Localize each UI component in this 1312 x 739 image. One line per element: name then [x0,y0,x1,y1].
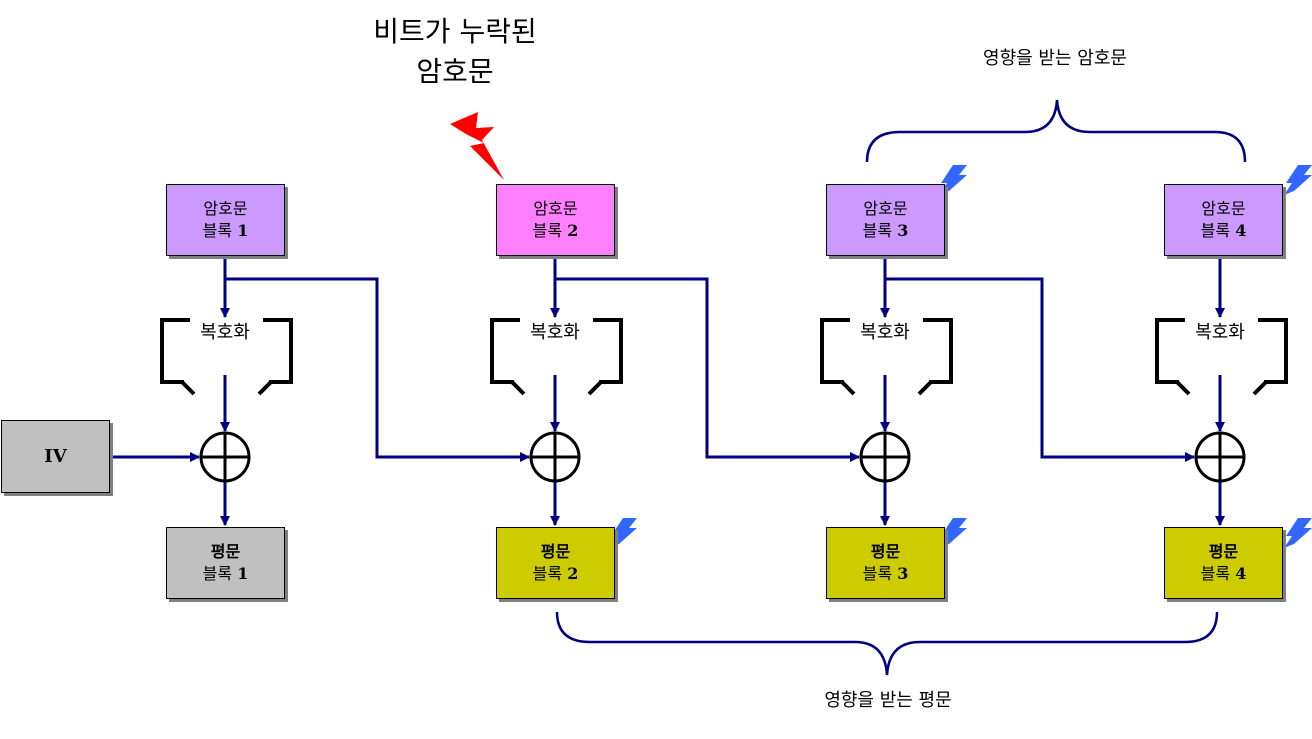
decrypt-label-4: 복호화 [1195,322,1245,343]
chain-connector-2 [555,277,860,462]
decrypt-bracket-right-1 [257,318,293,396]
title-line-1: 비트가 누락된 [373,15,537,48]
plaintext-block-3: 평문 블록 3 [826,527,945,599]
chain-connector-1 [225,277,530,462]
ciphertext-block-label: 암호문 [863,199,908,218]
decrypt-bracket-right-2 [587,318,623,396]
affected-ciphertext-caption: 영향을 받는 암호문 [983,48,1127,69]
plaintext-block-label: 평문 [1208,542,1239,561]
block-number: 2 [567,221,579,240]
plaintext-block-1: 평문 블록 1 [166,527,285,599]
block-word: 블록 [202,564,233,583]
block-word: 블록 [532,564,563,583]
plaintext-block-2: 평문 블록 2 [496,527,615,599]
plaintext-block-label: 평문 [540,542,571,561]
brace-affected-plaintext [555,611,1219,676]
title-line-2: 암호문 [416,55,494,88]
blue-lightning-icon [939,518,967,548]
decrypt-label-3: 복호화 [860,322,910,343]
plaintext-block-4: 평문 블록 4 [1164,527,1283,599]
decrypt-bracket-left-1 [160,318,196,396]
block-number: 3 [897,564,909,583]
ciphertext-block-1: 암호문 블록 1 [166,184,285,256]
ciphertext-block-2: 암호문 블록 2 [496,184,615,256]
block-word: 블록 [862,221,893,240]
decrypt-bracket-left-4 [1155,318,1191,396]
decrypt-label-2: 복호화 [530,322,580,343]
brace-affected-ciphertext [865,99,1247,163]
block-word: 블록 [862,564,893,583]
block-number: 3 [897,221,909,240]
ciphertext-block-label: 암호문 [1201,199,1246,218]
block-number: 2 [567,564,579,583]
corrupted-ciphertext-title: 비트가 누락된 암호문 [330,12,580,92]
decrypt-label-1: 복호화 [200,322,250,343]
block-word: 블록 [1200,221,1231,240]
block-number: 1 [237,564,249,583]
block-word: 블록 [532,221,563,240]
affected-plaintext-caption: 영향을 받는 평문 [824,690,952,711]
red-lightning-icon [450,112,504,180]
block-word: 블록 [202,221,233,240]
ciphertext-block-4: 암호문 블록 4 [1164,184,1283,256]
iv-label: IV [44,445,67,467]
ciphertext-block-label: 암호문 [203,199,248,218]
blue-lightning-icon [939,165,967,195]
block-number: 4 [1235,564,1247,583]
block-number: 1 [237,221,249,240]
decrypt-bracket-right-4 [1252,318,1288,396]
iv-box: IV [1,420,110,493]
ciphertext-block-3: 암호문 블록 3 [826,184,945,256]
blue-lightning-icon [1284,165,1312,195]
decrypt-bracket-left-2 [490,318,526,396]
decrypt-bracket-left-3 [820,318,856,396]
decrypt-bracket-right-3 [917,318,953,396]
block-number: 4 [1235,221,1247,240]
plaintext-block-label: 평문 [210,542,241,561]
blue-lightning-icon [1284,518,1312,548]
block-word: 블록 [1200,564,1231,583]
ciphertext-block-label: 암호문 [533,199,578,218]
blue-lightning-icon [609,518,637,548]
plaintext-block-label: 평문 [870,542,901,561]
chain-connector-3 [885,277,1195,462]
